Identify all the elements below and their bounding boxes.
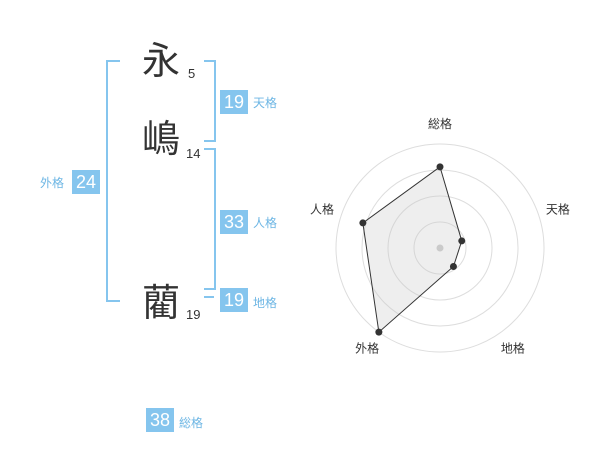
chikaku-connector (204, 296, 214, 298)
name-char-3: 藺 (142, 281, 181, 325)
radar-axis-label-2: 天格 (546, 202, 570, 217)
tenkaku-bracket (204, 60, 216, 142)
radar-point-3 (449, 263, 457, 271)
jinkaku-value: 33 (220, 210, 248, 234)
radar-center (436, 244, 444, 252)
gaikaku-value: 24 (72, 170, 100, 194)
radar-area (362, 166, 463, 334)
tenkaku-label: 天格 (253, 96, 278, 110)
chikaku-value: 19 (220, 288, 248, 312)
name-char-1: 永 (142, 39, 181, 83)
radar-point-1 (436, 163, 444, 171)
stroke-count-3: 19 (186, 307, 201, 322)
radar-ring (387, 195, 493, 301)
radar-point-4 (375, 328, 383, 336)
radar-ring (413, 221, 467, 275)
jinkaku-label: 人格 (253, 216, 278, 230)
gaikaku-label: 外格 (40, 176, 65, 190)
stroke-count-2: 14 (186, 146, 201, 161)
radar-axis-label-4: 外格 (355, 340, 379, 355)
radar-point-2 (458, 237, 466, 245)
stroke-count-1: 5 (188, 66, 196, 81)
name-char-2: 嶋 (142, 117, 181, 161)
soukaku-value: 38 (146, 408, 174, 432)
radar-axis-label-3: 地格 (501, 340, 525, 355)
radar-ring (335, 143, 545, 353)
tenkaku-value: 19 (220, 90, 248, 114)
radar-axis-label-5: 人格 (310, 202, 334, 217)
radar-point-5 (359, 219, 367, 227)
soukaku-label: 総格 (179, 416, 204, 430)
chikaku-label: 地格 (253, 296, 278, 310)
jinkaku-bracket (204, 148, 216, 290)
radar-axis-label-1: 総格 (428, 116, 452, 131)
gaikaku-bracket (106, 60, 120, 302)
